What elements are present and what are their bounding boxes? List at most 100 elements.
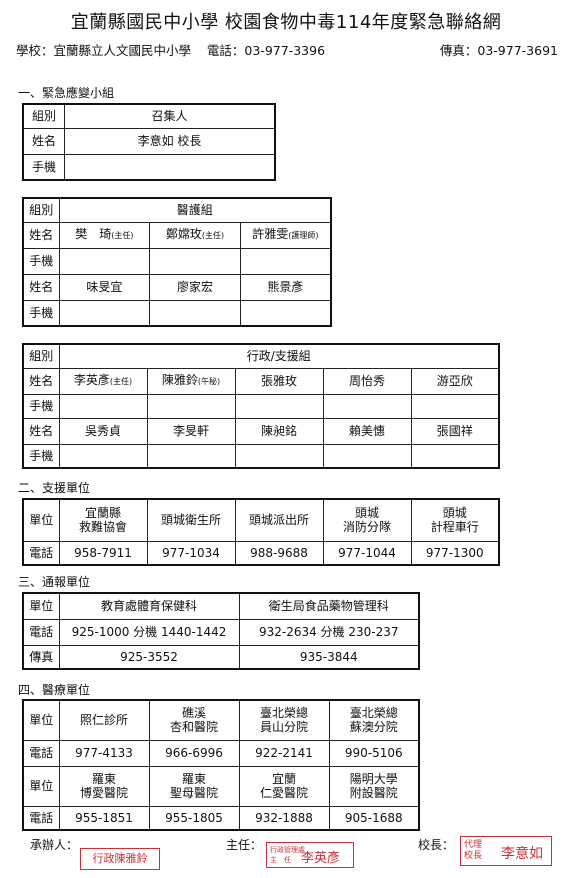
person-name: 味旻宜 bbox=[58, 273, 151, 301]
hospital-tel: 966-6996 bbox=[148, 739, 240, 767]
mobile-cell bbox=[322, 443, 412, 469]
mobile-cell bbox=[149, 247, 241, 275]
person-role: (午秘) bbox=[197, 377, 221, 386]
hospital-tel: 955-1805 bbox=[148, 805, 240, 831]
principal-stamp-name: 李意如 bbox=[501, 846, 543, 862]
person-name: 陳雅鈴 bbox=[161, 373, 198, 387]
principal-label: 校長： bbox=[418, 838, 455, 852]
person-name: 賴美憓 bbox=[322, 417, 412, 445]
director-label: 主任： bbox=[226, 838, 263, 852]
medical-team-table: 組別 醫護組 姓名 樊 琦(主任) 鄭嫦玫(主任) 許雅雯(護理師) 手機 姓名… bbox=[22, 197, 332, 327]
group-label: 組別 bbox=[22, 343, 60, 369]
person-name: 張雅玫 bbox=[234, 367, 324, 395]
group-admin: 行政/支援組 bbox=[58, 343, 500, 369]
person-cell: 樊 琦(主任) bbox=[58, 221, 151, 249]
director-stamp-title: 行政管理處 主 任 bbox=[270, 846, 305, 864]
name-label: 姓名 bbox=[22, 221, 60, 249]
unit-label: 單位 bbox=[22, 592, 60, 620]
mobile-cell bbox=[239, 247, 332, 275]
mobile-label: 手機 bbox=[22, 153, 65, 181]
principal-stamp-title: 代理 校長 bbox=[464, 840, 483, 861]
person-cell: 陳雅鈴(午秘) bbox=[146, 367, 236, 395]
handler-label: 承辦人： bbox=[30, 838, 79, 852]
hospital-tel: 922-2141 bbox=[238, 739, 330, 767]
handler-stamp: 行政陳雅鈴 bbox=[80, 848, 160, 870]
hospital-name: 礁溪 杏和醫院 bbox=[148, 699, 240, 741]
mobile-label: 手機 bbox=[22, 443, 60, 469]
person-name: 熊景彥 bbox=[239, 273, 332, 301]
unit-name: 教育處體育保健科 bbox=[58, 592, 240, 620]
unit-fax: 925-3552 bbox=[58, 644, 240, 670]
person-role: (主任) bbox=[201, 231, 225, 240]
support-units-table: 單位 宜蘭縣 救難協會 頭城衛生所 頭城派出所 頭城 消防分隊 頭城 計程車行 … bbox=[22, 498, 500, 566]
person-name: 廖家宏 bbox=[149, 273, 241, 301]
unit-name: 衛生局食品藥物管理科 bbox=[238, 592, 420, 620]
principal-stamp: 代理 校長 李意如 bbox=[460, 836, 552, 866]
mobile-cell bbox=[58, 393, 148, 419]
hospital-name: 羅東 聖母醫院 bbox=[148, 765, 240, 807]
report-units-table: 單位 教育處體育保健科 衛生局食品藥物管理科 電話 925-1000 分機 14… bbox=[22, 592, 420, 670]
tel-label: 電話 bbox=[22, 739, 60, 767]
mobile-cell bbox=[58, 443, 148, 469]
person-role: (主任) bbox=[111, 231, 134, 240]
person-name: 鄭嫦玫 bbox=[165, 227, 202, 241]
hospital-name: 臺北榮總 員山分院 bbox=[238, 699, 330, 741]
convener-name: 李意如 校長 bbox=[64, 127, 276, 155]
section4-title: 四、醫療單位 bbox=[18, 683, 91, 697]
unit-tel: 958-7911 bbox=[58, 540, 148, 566]
hospital-tel: 990-5106 bbox=[328, 739, 420, 767]
group-label: 組別 bbox=[22, 197, 60, 223]
group-label: 組別 bbox=[22, 103, 65, 129]
name-label: 姓名 bbox=[22, 417, 60, 445]
mobile-cell bbox=[146, 393, 236, 419]
group-medical: 醫護組 bbox=[58, 197, 332, 223]
person-name: 周怡秀 bbox=[322, 367, 412, 395]
mobile-cell bbox=[58, 247, 151, 275]
medical-units-table: 單位 照仁診所 礁溪 杏和醫院 臺北榮總 員山分院 臺北榮總 蘇澳分院 電話 9… bbox=[22, 699, 420, 831]
hospital-name: 照仁診所 bbox=[58, 699, 150, 741]
unit-label: 單位 bbox=[22, 498, 60, 542]
person-cell: 李英彥(主任) bbox=[58, 367, 148, 395]
tel-label: 電話 bbox=[22, 618, 60, 646]
school-fax: 傳真：03-977-3691 bbox=[439, 43, 558, 58]
mobile-cell bbox=[239, 299, 332, 327]
person-name: 陳昶銘 bbox=[234, 417, 324, 445]
hospital-name: 陽明大學 附設醫院 bbox=[328, 765, 420, 807]
director-stamp-name: 李英彥 bbox=[301, 851, 341, 866]
mobile-label: 手機 bbox=[22, 299, 60, 327]
unit-tel: 988-9688 bbox=[234, 540, 324, 566]
tel-label: 電話 bbox=[22, 540, 60, 566]
unit-tel: 977-1044 bbox=[322, 540, 412, 566]
hospital-tel: 977-4133 bbox=[58, 739, 150, 767]
unit-label: 單位 bbox=[22, 765, 60, 807]
hospital-tel: 955-1851 bbox=[58, 805, 150, 831]
person-cell: 許雅雯(護理師) bbox=[239, 221, 332, 249]
unit-tel: 925-1000 分機 1440-1442 bbox=[58, 618, 240, 646]
person-name: 樊 琦 bbox=[75, 227, 112, 241]
mobile-cell bbox=[234, 393, 324, 419]
hospital-tel: 905-1688 bbox=[328, 805, 420, 831]
section3-title: 三、通報單位 bbox=[18, 575, 91, 589]
mobile-cell bbox=[410, 443, 500, 469]
fax-label: 傳真 bbox=[22, 644, 60, 670]
mobile-cell bbox=[322, 393, 412, 419]
name-label: 姓名 bbox=[22, 367, 60, 395]
person-role: (主任) bbox=[109, 377, 133, 386]
mobile-label: 手機 bbox=[22, 247, 60, 275]
school-info: 學校：宜蘭縣立人文國民中小學 電話：03-977-3396 傳真：03-977-… bbox=[16, 40, 562, 59]
mobile-cell bbox=[149, 299, 241, 327]
unit-name: 宜蘭縣 救難協會 bbox=[58, 498, 148, 542]
person-name: 許雅雯 bbox=[252, 227, 289, 241]
hospital-name: 宜蘭 仁愛醫院 bbox=[238, 765, 330, 807]
mobile-cell bbox=[410, 393, 500, 419]
school-name: 學校：宜蘭縣立人文國民中小學 bbox=[16, 43, 192, 58]
mobile-cell bbox=[58, 299, 151, 327]
name-label: 姓名 bbox=[22, 127, 65, 155]
unit-name: 頭城衛生所 bbox=[146, 498, 236, 542]
hospital-name: 羅東 博愛醫院 bbox=[58, 765, 150, 807]
person-name: 張國祥 bbox=[410, 417, 500, 445]
person-name: 李旻軒 bbox=[146, 417, 236, 445]
mobile-cell bbox=[146, 443, 236, 469]
person-cell: 鄭嫦玫(主任) bbox=[149, 221, 241, 249]
page-title: 宜蘭縣國民中小學 校園食物中毒114年度緊急聯絡網 bbox=[70, 12, 502, 33]
